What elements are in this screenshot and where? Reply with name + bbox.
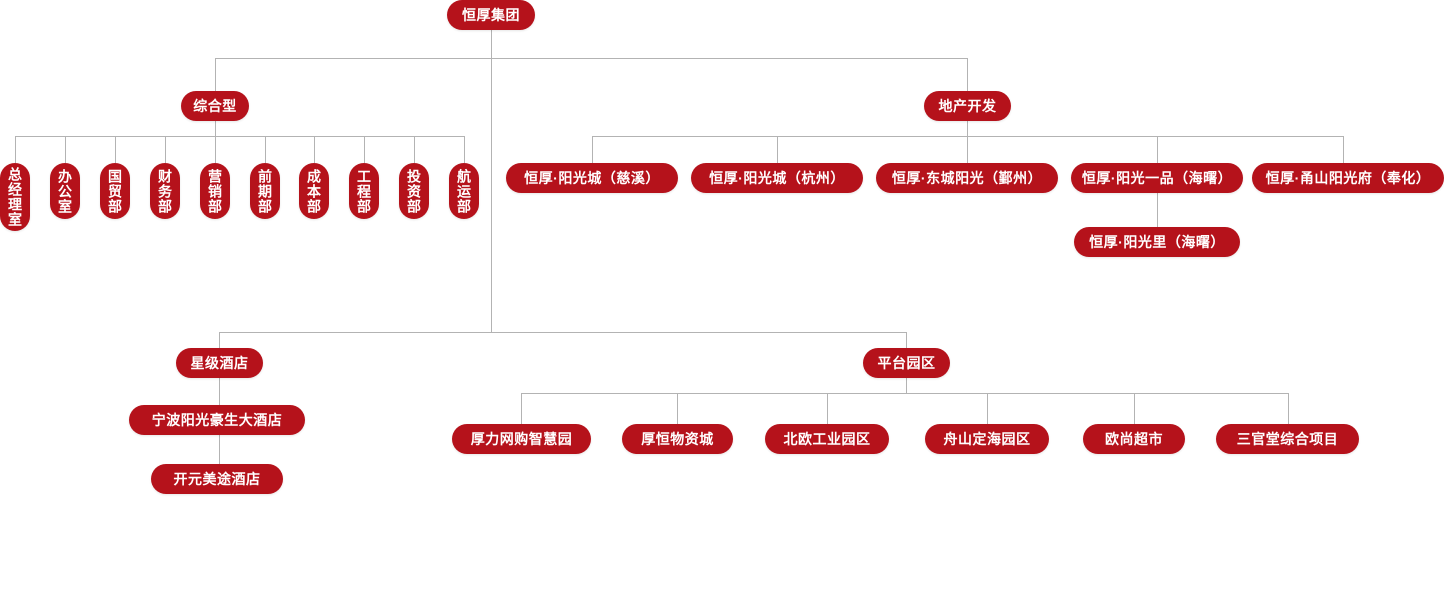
- node-project-2[interactable]: 恒厚·阳光城（杭州）: [691, 163, 863, 193]
- connector-dept-drop-1: [15, 136, 16, 163]
- connector-to-comprehensive: [215, 58, 216, 91]
- node-department-10[interactable]: 航运部: [449, 163, 479, 219]
- node-department-1[interactable]: 总经理室: [0, 163, 30, 231]
- connector-hotel-chain: [219, 378, 220, 492]
- connector-park-drop-6: [1288, 393, 1289, 424]
- connector-to-park: [906, 332, 907, 348]
- node-project-4[interactable]: 恒厚·阳光一品（海曙）: [1071, 163, 1243, 193]
- connector-park-bus: [521, 393, 1288, 394]
- connector-center-spine: [491, 58, 492, 332]
- connector-comprehensive-stem: [215, 121, 216, 136]
- node-realestate[interactable]: 地产开发: [924, 91, 1011, 121]
- connector-to-hotel: [219, 332, 220, 348]
- node-department-3[interactable]: 国贸部: [100, 163, 130, 219]
- node-department-4[interactable]: 财务部: [150, 163, 180, 219]
- node-department-2[interactable]: 办公室: [50, 163, 80, 219]
- connector-dept-drop-2: [65, 136, 66, 163]
- connector-level1-bus: [215, 58, 968, 59]
- connector-park-stem: [906, 378, 907, 393]
- node-root[interactable]: 恒厚集团: [447, 0, 535, 30]
- connector-dept-drop-7: [314, 136, 315, 163]
- connector-root-stem: [491, 30, 492, 58]
- node-department-6[interactable]: 前期部: [250, 163, 280, 219]
- node-department-7[interactable]: 成本部: [299, 163, 329, 219]
- connector-comprehensive-bus: [15, 136, 464, 137]
- connector-park-drop-4: [987, 393, 988, 424]
- connector-dept-drop-4: [165, 136, 166, 163]
- node-hotel-1[interactable]: 宁波阳光豪生大酒店: [129, 405, 305, 435]
- node-park-4[interactable]: 舟山定海园区: [925, 424, 1049, 454]
- connector-park-drop-3: [827, 393, 828, 424]
- connector-project-drop-2: [777, 136, 778, 163]
- node-park-6[interactable]: 三官堂综合项目: [1216, 424, 1359, 454]
- node-department-9[interactable]: 投资部: [399, 163, 429, 219]
- connector-dept-drop-5: [215, 136, 216, 163]
- connector-park-drop-5: [1134, 393, 1135, 424]
- connector-project-drop-1: [592, 136, 593, 163]
- node-project-1[interactable]: 恒厚·阳光城（慈溪）: [506, 163, 678, 193]
- node-project-5[interactable]: 恒厚·甬山阳光府（奉化）: [1252, 163, 1444, 193]
- connector-project-drop-3: [967, 136, 968, 163]
- connector-dept-drop-6: [265, 136, 266, 163]
- connector-to-realestate: [967, 58, 968, 91]
- node-hotel-2[interactable]: 开元美途酒店: [151, 464, 283, 494]
- connector-project-sub: [1157, 193, 1158, 227]
- connector-realestate-bus: [592, 136, 1344, 137]
- node-department-5[interactable]: 营销部: [200, 163, 230, 219]
- connector-project-drop-5: [1343, 136, 1344, 163]
- node-department-8[interactable]: 工程部: [349, 163, 379, 219]
- node-park-3[interactable]: 北欧工业园区: [765, 424, 889, 454]
- connector-project-drop-4: [1157, 136, 1158, 163]
- connector-level2-bus: [219, 332, 907, 333]
- node-park-1[interactable]: 厚力网购智慧园: [452, 424, 591, 454]
- connector-realestate-stem: [967, 121, 968, 136]
- node-park-5[interactable]: 欧尚超市: [1083, 424, 1185, 454]
- node-hotel[interactable]: 星级酒店: [176, 348, 263, 378]
- connector-dept-drop-8: [364, 136, 365, 163]
- node-park[interactable]: 平台园区: [863, 348, 950, 378]
- connector-dept-drop-9: [414, 136, 415, 163]
- connector-park-drop-1: [521, 393, 522, 424]
- node-project-sub[interactable]: 恒厚·阳光里（海曙）: [1074, 227, 1240, 257]
- node-project-3[interactable]: 恒厚·东城阳光（鄞州）: [876, 163, 1058, 193]
- connector-dept-drop-3: [115, 136, 116, 163]
- connector-dept-drop-10: [464, 136, 465, 163]
- node-comprehensive[interactable]: 综合型: [181, 91, 249, 121]
- connector-park-drop-2: [677, 393, 678, 424]
- node-park-2[interactable]: 厚恒物资城: [622, 424, 733, 454]
